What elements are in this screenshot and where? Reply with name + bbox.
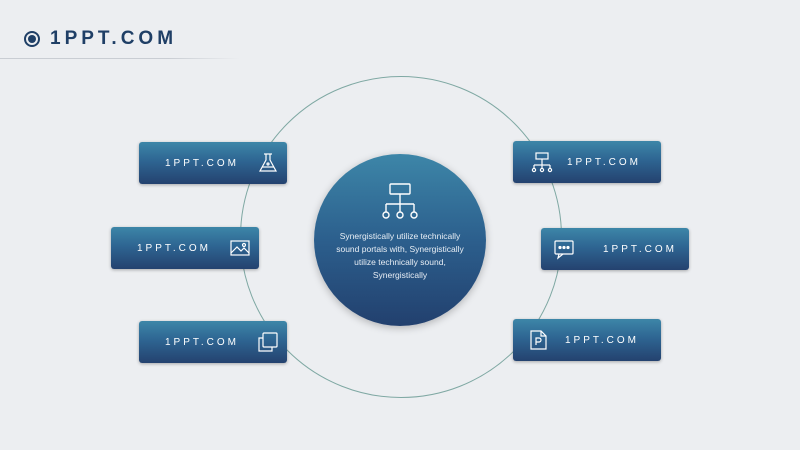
copy-icon: [257, 331, 279, 353]
document-icon: [527, 329, 549, 351]
flask-icon: [257, 152, 279, 174]
item-box-6: 1PPT.COM: [513, 319, 661, 361]
item-box-1: 1PPT.COM: [139, 142, 287, 184]
center-circle: Synergistically utilize technically soun…: [314, 154, 486, 326]
item-box-2: 1PPT.COM: [111, 227, 259, 269]
image-icon: [229, 237, 251, 259]
header: 1PPT.COM: [24, 28, 177, 50]
item-box-3: 1PPT.COM: [139, 321, 287, 363]
chat-icon: [553, 238, 575, 260]
page-title: 1PPT.COM: [50, 28, 178, 49]
org-chart-icon: [531, 151, 553, 173]
circle-dot-icon: [24, 31, 40, 47]
item-label: 1PPT.COM: [165, 336, 240, 348]
item-box-4: 1PPT.COM: [513, 141, 661, 183]
item-label: 1PPT.COM: [165, 157, 240, 169]
item-box-5: 1PPT.COM: [541, 228, 689, 270]
item-label: 1PPT.COM: [137, 242, 212, 254]
header-divider: [0, 58, 240, 59]
hierarchy-icon: [382, 183, 418, 219]
item-label: 1PPT.COM: [567, 156, 642, 168]
item-label: 1PPT.COM: [603, 243, 678, 255]
center-description: Synergistically utilize technically soun…: [336, 231, 464, 280]
item-label: 1PPT.COM: [565, 334, 640, 346]
